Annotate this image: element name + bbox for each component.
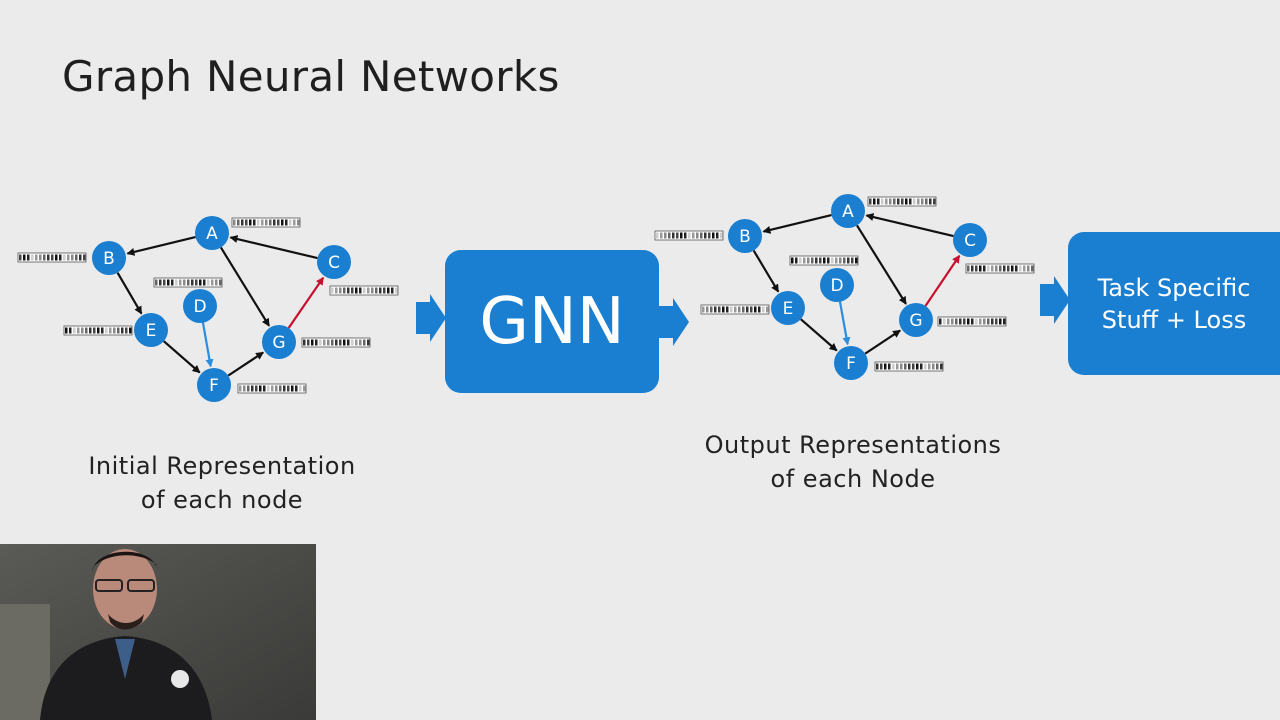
speaker-video-image — [0, 544, 316, 720]
edge-e-f — [163, 340, 201, 374]
feature-vector-d — [153, 277, 223, 288]
graph-node-c: C — [953, 223, 987, 257]
caption-right-line2: of each Node — [770, 465, 936, 493]
node-label: C — [964, 231, 976, 251]
node-label: E — [783, 299, 794, 319]
graph-node-e: E — [134, 313, 168, 347]
feature-vector-a — [231, 217, 301, 228]
graph-node-a: A — [195, 216, 229, 250]
output-arrow-icon — [659, 298, 689, 346]
caption-right-line1: Output Representations — [704, 431, 1002, 459]
edge-a-g — [856, 224, 907, 305]
graph-node-b: B — [92, 241, 126, 275]
node-label: D — [830, 276, 843, 296]
node-label: A — [842, 202, 854, 222]
caption-left-line1: Initial Representation — [88, 452, 356, 480]
edge-a-b — [762, 213, 832, 234]
edge-g-c — [924, 254, 961, 307]
node-label: D — [193, 297, 206, 317]
caption-left-line2: of each node — [140, 486, 304, 514]
gnn-block: GNN — [445, 250, 659, 393]
task-box-line2: Stuff + Loss — [1101, 305, 1247, 334]
feature-vector-g — [301, 337, 371, 348]
feature-vector-b — [17, 252, 87, 263]
graph-node-f: F — [834, 346, 868, 380]
initial-representation-caption: Initial Representation of each node — [62, 449, 382, 517]
edge-d-f — [201, 322, 214, 368]
task-specific-box: Task Specific Stuff + Loss — [1068, 232, 1280, 375]
node-label: E — [146, 321, 157, 341]
node-label: C — [328, 253, 340, 273]
node-label: G — [909, 311, 922, 331]
feature-vector-e — [700, 304, 770, 315]
edge-f-g — [864, 329, 901, 355]
edge-g-c — [287, 276, 325, 329]
edge-c-a — [865, 213, 954, 238]
edge-a-b — [126, 235, 196, 256]
feature-vector-g — [937, 316, 1007, 327]
edge-f-g — [227, 351, 264, 377]
task-box-line1: Task Specific — [1097, 273, 1251, 302]
feature-vector-d — [789, 255, 859, 266]
feature-vector-f — [237, 383, 307, 394]
edge-b-e — [116, 272, 143, 315]
edge-c-a — [229, 235, 318, 260]
feature-vector-b — [654, 230, 724, 241]
node-label: A — [206, 224, 218, 244]
node-label: G — [272, 333, 285, 353]
graph-node-a: A — [831, 194, 865, 228]
task-arrow-icon — [1040, 276, 1070, 324]
feature-vector-c — [329, 285, 399, 296]
graph-node-f: F — [197, 368, 231, 402]
node-label: F — [846, 354, 856, 374]
node-label: F — [209, 376, 219, 396]
graph-node-g: G — [262, 325, 296, 359]
feature-vector-a — [867, 196, 937, 207]
graph-node-c: C — [317, 245, 351, 279]
gnn-label: GNN — [479, 284, 625, 359]
graph-node-g: G — [899, 303, 933, 337]
feature-vector-f — [874, 361, 944, 372]
node-label: B — [739, 227, 751, 247]
edge-b-e — [752, 250, 780, 293]
feature-vector-e — [63, 325, 133, 336]
edge-d-f — [838, 301, 851, 346]
graph-node-d: D — [183, 289, 217, 323]
speaker-webcam — [0, 544, 316, 720]
graph-node-d: D — [820, 268, 854, 302]
edge-a-g — [219, 246, 270, 327]
output-representation-caption: Output Representations of each Node — [680, 428, 1026, 496]
slide-title: Graph Neural Networks — [62, 52, 560, 101]
node-label: B — [103, 249, 115, 269]
edge-e-f — [800, 318, 838, 352]
graph-node-e: E — [771, 291, 805, 325]
input-arrow-icon — [416, 294, 446, 342]
graph-node-b: B — [728, 219, 762, 253]
feature-vector-c — [965, 263, 1035, 274]
